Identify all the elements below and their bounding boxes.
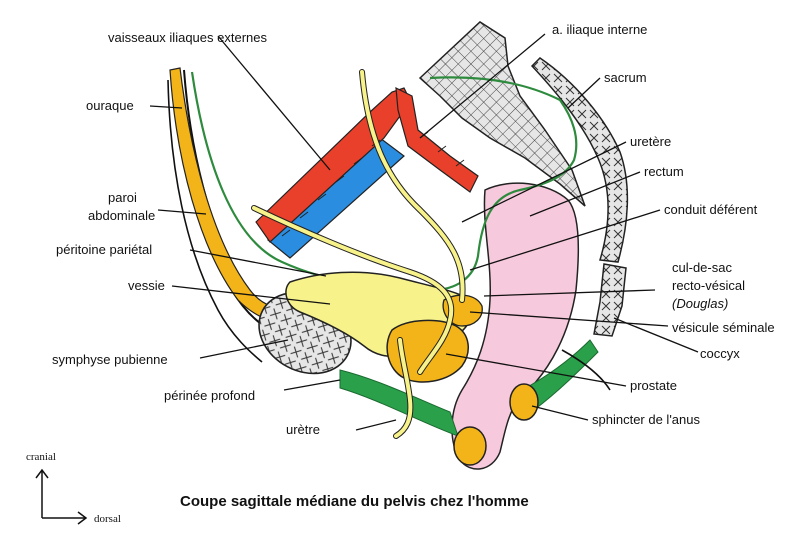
label-paroi-1: paroi: [108, 190, 137, 205]
leader-prostate: [445, 353, 627, 387]
label-douglas-3: (Douglas): [672, 296, 728, 311]
orientation-cranial: cranial: [26, 451, 56, 463]
label-sacrum: sacrum: [604, 70, 647, 85]
label-rectum: rectum: [644, 164, 684, 179]
label-vesicule: vésicule séminale: [672, 320, 775, 335]
leader-conduit: [469, 209, 661, 271]
orientation-arrows: [35, 468, 88, 525]
leader-ouraque: [149, 105, 183, 109]
label-douglas-2: recto-vésical: [672, 278, 745, 293]
label-vessie: vessie: [128, 278, 165, 293]
leader-rectum: [529, 171, 641, 217]
rectum-organ: [451, 182, 580, 470]
leader-coccyx: [613, 317, 699, 353]
leader-symphyse: [199, 339, 289, 359]
anal-sphincter-internal: [509, 383, 539, 421]
label-symphyse: symphyse pubienne: [52, 352, 168, 367]
anal-canal-outline: [561, 349, 611, 391]
leader-sacrum: [567, 77, 601, 109]
leader-iliaque-interne: [419, 33, 546, 139]
figure-caption: Coupe sagittale médiane du pelvis chez l…: [180, 493, 529, 510]
sacrum-posterior-block: [418, 21, 586, 207]
leader-perinee: [283, 379, 341, 391]
parietal-peritoneum: [190, 71, 578, 292]
label-paroi-2: abdominale: [88, 208, 155, 223]
label-peritoine: péritoine pariétal: [56, 242, 152, 257]
leader-uretre: [355, 419, 397, 431]
label-prostate: prostate: [630, 378, 677, 393]
leader-peritoine: [189, 249, 327, 277]
orientation-dorsal: dorsal: [94, 513, 121, 525]
leader-paroi: [157, 209, 207, 215]
abdominal-wall-front: [167, 79, 263, 363]
leader-sphincter: [531, 405, 589, 421]
prostate-gland: [386, 319, 469, 383]
label-perinee: périnée profond: [164, 388, 255, 403]
coccyx-bone: [593, 263, 627, 337]
label-ouraque: ouraque: [86, 98, 134, 113]
leader-vaisseaux: [217, 35, 331, 171]
label-uretre: urètre: [286, 422, 320, 437]
internal-iliac-artery: [395, 86, 479, 193]
urachus-band: [169, 67, 301, 324]
label-vaisseaux: vaisseaux iliaques externes: [108, 30, 267, 45]
leader-uretere: [461, 141, 627, 223]
anal-sphincter-external: [453, 426, 487, 466]
label-coccyx: coccyx: [700, 346, 740, 361]
leader-vesicule: [469, 311, 669, 327]
anococcygeal-muscle: [521, 339, 599, 411]
label-sphincter: sphincter de l'anus: [592, 412, 700, 427]
label-douglas-1: cul-de-sac: [672, 260, 732, 275]
label-conduit: conduit déférent: [664, 202, 758, 217]
label-uretere: uretère: [630, 134, 671, 149]
label-iliaque-interne: a. iliaque interne: [552, 22, 647, 37]
leader-douglas: [483, 289, 656, 297]
sacrum-bone: [530, 57, 629, 263]
leader-vessie: [171, 285, 331, 305]
